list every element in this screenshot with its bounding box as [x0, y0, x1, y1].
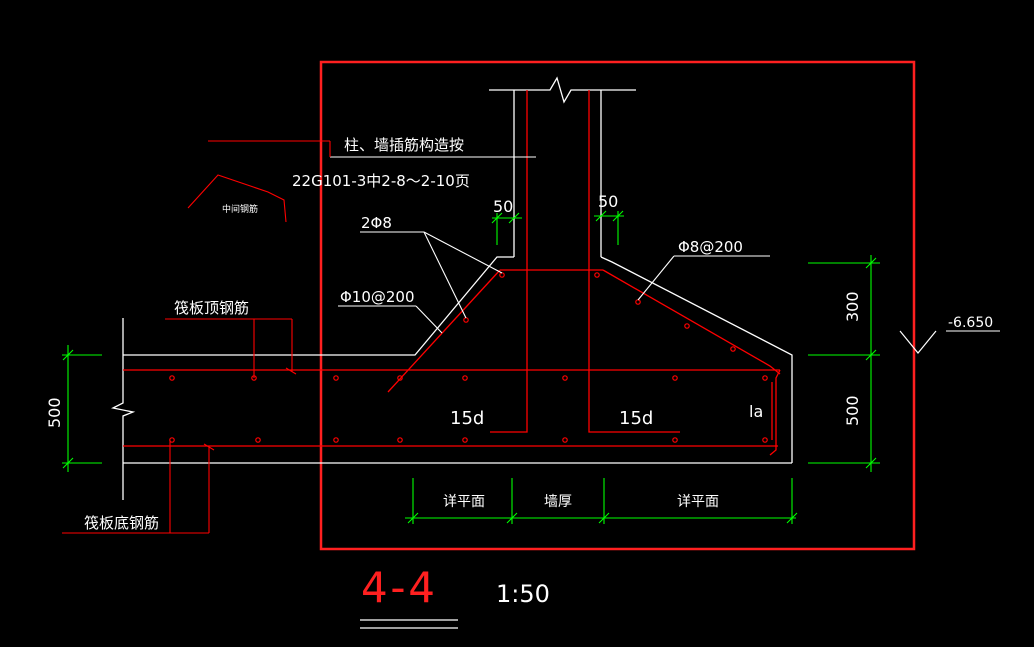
cover-left-dim: 50 — [493, 197, 513, 216]
elevation-label: -6.650 — [948, 315, 993, 331]
detail-right-dim: 详平面 — [677, 494, 719, 510]
dowel-note-line2: 22G101-3中2-8～2-10页 — [292, 172, 470, 190]
rebar-dot — [562, 375, 568, 381]
raft-thickness-left-dim: 500 — [45, 397, 64, 428]
rebar-lines — [123, 90, 781, 456]
rebar-dot — [684, 323, 690, 329]
rebar-dot — [635, 299, 641, 305]
elevation-symbol — [899, 330, 937, 354]
rebar-dot — [762, 375, 768, 381]
rebar-dot — [462, 375, 468, 381]
rebar-dot — [333, 437, 339, 443]
detail-frame — [319, 60, 916, 551]
rebar-dot — [169, 375, 175, 381]
scale-label: 1:50 — [496, 580, 550, 608]
concrete-outline — [111, 76, 793, 500]
leader-lines — [62, 140, 1000, 534]
rebar-dot — [594, 272, 600, 278]
section-number: 4-4 — [361, 563, 435, 612]
cover-right-dim: 50 — [598, 192, 618, 211]
dowel-note-line1: 柱、墙插筋构造按 — [344, 136, 464, 154]
rebar-dot — [333, 375, 339, 381]
raft-thickness-right-dim: 500 — [843, 395, 862, 426]
rebar-dot — [397, 437, 403, 443]
rebar-dots — [169, 272, 768, 443]
rebar-dot — [562, 437, 568, 443]
dimension-lines — [62, 210, 880, 524]
rebar-dot — [397, 375, 403, 381]
title-underline — [360, 619, 458, 629]
rebar-dot — [499, 272, 505, 278]
raft-top-rebar-label: 筏板顶钢筋 — [174, 299, 249, 317]
raft-bottom-rebar-label: 筏板底钢筋 — [84, 514, 159, 532]
wall-thickness-dim: 墙厚 — [544, 494, 572, 510]
rebar-dot — [462, 437, 468, 443]
middle-rebar-label: 中间钢筋 — [222, 203, 258, 215]
haunch-bars-label: 2Φ8 — [361, 214, 392, 232]
anchor-left-label: 15d — [450, 408, 484, 429]
rebar-dot — [730, 346, 736, 352]
rebar-dot — [672, 375, 678, 381]
rebar-dot — [255, 437, 261, 443]
stirrup-right-label: Φ8@200 — [678, 238, 743, 256]
rebar-dot — [672, 437, 678, 443]
anchor-right-label: 15d — [619, 408, 653, 429]
lap-length-label: la — [749, 402, 763, 421]
rebar-dot — [463, 317, 469, 323]
haunch-height-dim: 300 — [843, 291, 862, 322]
detail-left-dim: 详平面 — [443, 494, 485, 510]
stirrup-left-label: Φ10@200 — [340, 288, 415, 306]
rebar-dot — [762, 437, 768, 443]
